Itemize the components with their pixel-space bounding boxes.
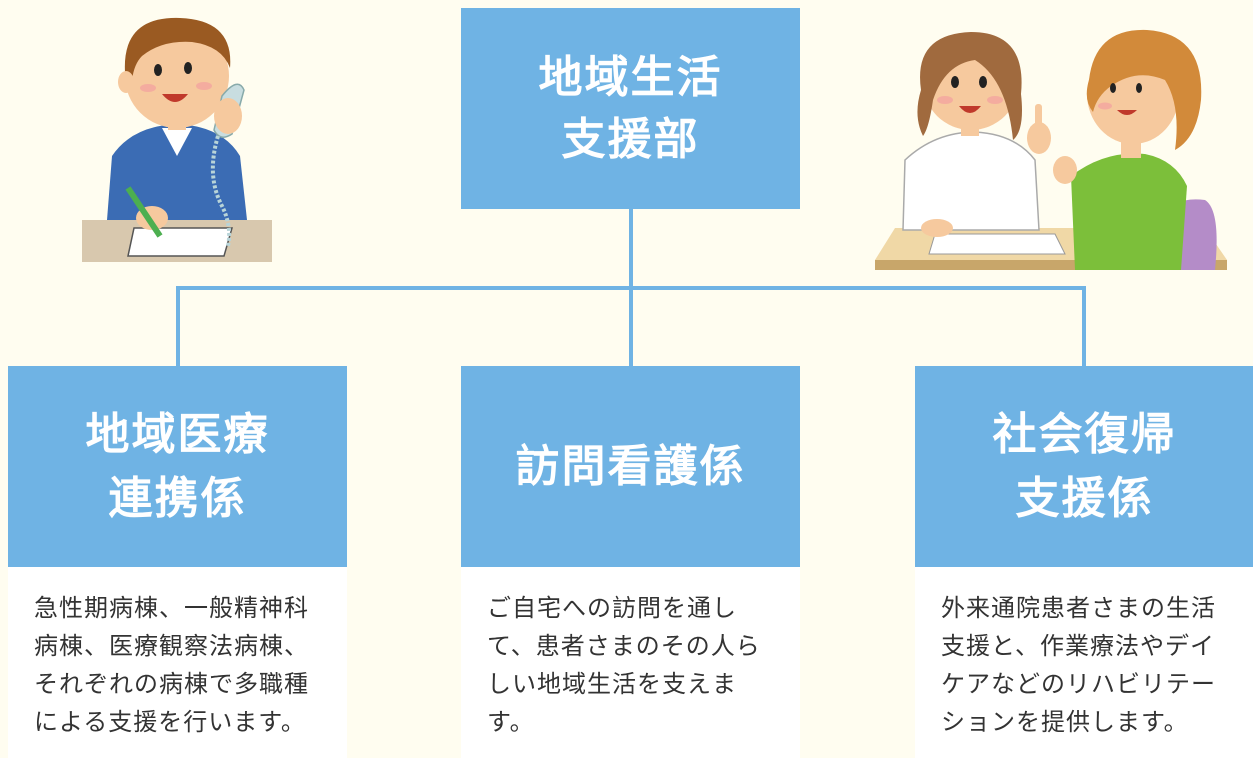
description-line: 急性期病棟、一般精神科 [34, 594, 309, 622]
nurse-consultation-illustration [875, 29, 1227, 270]
unit-description-social-rehab: 外来通院患者さまの生活 支援と、作業療法やデイ ケアなどのリハビリテー ションを… [915, 567, 1253, 758]
unit-description-home-nursing: ご自宅への訪問を通し て、患者さまのその人ら しい地域生活を支えま す。 [461, 567, 800, 758]
connector-horizontal [176, 286, 1086, 290]
description-line: による支援を行います。 [34, 708, 306, 736]
description-line: ご自宅への訪問を通し [487, 594, 737, 622]
description-line: 病棟、医療観察法病棟、 [34, 632, 309, 660]
description-line: しい地域生活を支えま [487, 670, 737, 698]
unit-box-community-liaison: 地域医療 連携係 [8, 366, 347, 567]
description-line: 外来通院患者さまの生活 [941, 594, 1216, 622]
description-line: それぞれの病棟で多職種 [34, 670, 309, 698]
unit-box-social-rehab: 社会復帰 支援係 [915, 366, 1253, 567]
department-box: 地域生活 支援部 [461, 8, 800, 209]
description-line: 支援と、作業療法やデイ [941, 632, 1216, 660]
man-on-phone-illustration [82, 17, 272, 262]
department-title-line2: 支援部 [561, 113, 700, 165]
unit-title-line1: 地域医療 [85, 408, 270, 460]
unit-description-community-liaison: 急性期病棟、一般精神科 病棟、医療観察法病棟、 それぞれの病棟で多職種 による支… [8, 567, 347, 758]
unit-title-line2: 連携係 [108, 472, 247, 524]
description-line: ションを提供します。 [941, 708, 1189, 736]
unit-title-line2: 支援係 [1015, 472, 1154, 524]
connector-vertical-right [1082, 286, 1086, 366]
department-title-line1: 地域生活 [538, 51, 723, 103]
description-line: て、患者さまのその人ら [487, 632, 761, 660]
description-line: す。 [487, 708, 535, 736]
unit-box-home-nursing: 訪問看護係 [461, 366, 800, 567]
description-line: ケアなどのリハビリテー [941, 670, 1216, 698]
unit-title-line1: 社会復帰 [992, 408, 1177, 460]
connector-vertical-left [176, 286, 180, 366]
unit-title-line1: 訪問看護係 [515, 440, 746, 492]
